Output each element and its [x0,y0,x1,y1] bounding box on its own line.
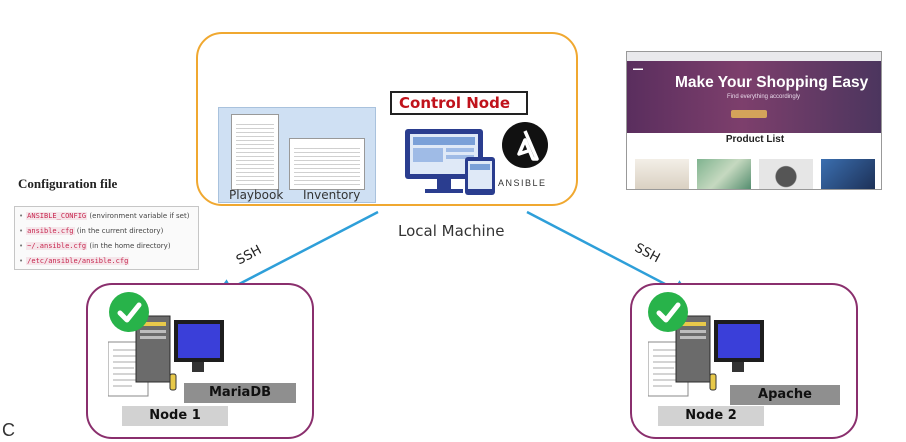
check-icon [648,292,688,332]
config-item-note: (in the current directory) [76,227,164,235]
local-machine-label: Local Machine [398,222,505,240]
server-computer-icon [648,315,764,397]
config-item-code: ansible.cfg [26,227,75,235]
product-image [635,159,689,189]
ansible-wordmark: ANSIBLE [498,178,547,188]
product-image [759,159,813,189]
control-node-label: Control Node [390,91,528,115]
playbook-inventory-panel: Playbook Inventory [218,107,376,203]
playbook-label: Playbook [229,188,284,202]
product-image [697,159,751,189]
node-2-label: Node 2 [658,406,764,426]
browser-bar [627,52,881,61]
server-computer-icon [108,315,224,397]
website-hero-subtitle: Find everything accordingly [727,94,801,100]
ssh-arrow-left [213,210,379,298]
product-image [821,159,875,189]
apache-label: Apache [730,385,840,405]
product-list-title: Product List [725,134,785,145]
config-item-note: (in the home directory) [89,242,171,250]
playbook-document-icon [231,114,279,190]
stray-character: C [2,420,15,440]
inventory-label: Inventory [303,188,361,202]
website-hero-button [731,110,767,118]
config-file-list: •ANSIBLE_CONFIG (environment variable if… [14,206,199,270]
config-item-note: (environment variable if set) [89,212,190,220]
config-item: •/etc/ansible/ansible.cfg [19,257,130,265]
computer-devices-icon [405,129,495,195]
config-item-code: ANSIBLE_CONFIG [26,212,88,220]
node-1-label: Node 1 [122,406,228,426]
mariadb-label: MariaDB [184,383,296,403]
website-hero [627,61,881,133]
configuration-file-title: Configuration file [18,176,118,191]
config-item-code: ~/.ansible.cfg [26,242,88,250]
config-item: •ANSIBLE_CONFIG (environment variable if… [19,212,190,220]
config-item: •ansible.cfg (in the current directory) [19,227,164,235]
check-icon [109,292,149,332]
website-brand: ▬▬ [633,66,643,72]
inventory-document-icon [289,138,365,190]
website-hero-title: Make Your Shopping Easy [675,74,869,91]
website-screenshot: ▬▬ Make Your Shopping Easy Find everythi… [626,51,882,190]
config-item: •~/.ansible.cfg (in the home directory) [19,242,171,250]
ansible-logo-icon [502,122,548,168]
ssh-arrow-right [526,210,693,299]
config-item-code: /etc/ansible/ansible.cfg [26,257,130,265]
